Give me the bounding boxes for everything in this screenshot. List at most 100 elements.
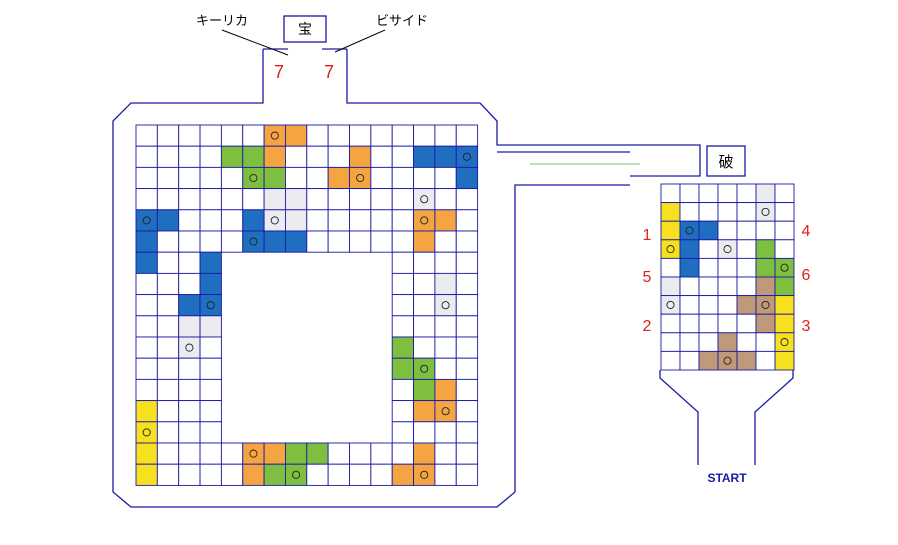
small-board-cell <box>679 202 700 222</box>
big-board-cell <box>263 188 286 211</box>
big-board-cell <box>349 463 372 486</box>
big-board-cell <box>434 251 457 274</box>
big-board-cell <box>306 124 329 147</box>
big-board-cell <box>199 378 222 402</box>
big-board-cell <box>156 400 180 423</box>
small-board-cell <box>679 239 700 259</box>
small-board-marker-circle <box>666 245 675 254</box>
big-board-cell <box>285 124 308 147</box>
big-board-cell <box>455 272 479 296</box>
big-board-marker-circle <box>420 364 429 373</box>
big-board-cell <box>199 400 222 423</box>
big-board-cell <box>434 378 457 402</box>
big-board-marker-circle <box>441 301 450 310</box>
big-board-cell <box>242 188 265 211</box>
small-board-cell <box>717 183 738 204</box>
big-board-marker-circle <box>206 301 215 310</box>
big-board-cell <box>178 272 201 296</box>
big-board-cell <box>199 251 222 274</box>
big-board-cell <box>455 421 479 444</box>
small-board-cell <box>736 239 757 259</box>
big-board-cell <box>178 400 201 423</box>
break-box <box>706 145 746 177</box>
small-board-cell <box>755 350 776 371</box>
big-board-cell <box>413 421 436 444</box>
big-board-cell <box>391 421 415 444</box>
small-board-cell <box>774 202 795 222</box>
big-board-cell <box>285 442 308 465</box>
small-board-marker-circle <box>685 226 694 235</box>
big-board-cell <box>285 230 308 253</box>
big-board-cell <box>327 145 350 168</box>
number-4: 4 <box>802 223 811 240</box>
big-board-cell <box>455 378 479 402</box>
small-board-cell <box>755 239 776 259</box>
small-board <box>660 183 795 371</box>
big-board-cell <box>178 166 201 190</box>
big-board-cell <box>156 166 180 190</box>
small-board-cell <box>774 257 795 278</box>
small-board-cell <box>660 295 681 315</box>
big-board-marker-circle <box>420 470 429 479</box>
small-board-cell <box>774 313 795 334</box>
big-board-cell <box>199 315 222 338</box>
small-board-cell <box>736 202 757 222</box>
small-board-cell <box>755 202 776 222</box>
big-board-marker-circle <box>462 152 471 161</box>
big-board-cell <box>135 442 158 465</box>
big-board-cell <box>263 166 286 190</box>
big-board-cell <box>434 400 457 423</box>
big-board-cell <box>199 188 222 211</box>
small-board-cell <box>698 257 719 278</box>
big-board-cell <box>391 124 415 147</box>
big-board-marker-circle <box>441 407 450 416</box>
big-board-cell <box>391 315 415 338</box>
big-board-cell <box>434 463 457 486</box>
big-board-cell <box>156 272 180 296</box>
small-board-marker-circle <box>761 207 770 216</box>
big-board-cell <box>220 166 244 190</box>
big-board-cell <box>135 463 158 486</box>
big-board-cell <box>349 166 372 190</box>
big-board-cell <box>327 442 350 465</box>
big-board-cell <box>178 188 201 211</box>
small-board-cell <box>736 276 757 297</box>
small-board-cell <box>717 295 738 315</box>
small-board-cell <box>679 295 700 315</box>
big-board-cell <box>413 378 436 402</box>
big-board-cell <box>242 124 265 147</box>
big-board-cell <box>306 463 329 486</box>
big-board-cell <box>413 442 436 465</box>
big-board-cell <box>434 166 457 190</box>
big-board-cell <box>413 294 436 317</box>
big-board-marker-circle <box>249 237 258 246</box>
big-board-cell <box>263 209 286 232</box>
big-board-cell <box>413 251 436 274</box>
big-board-cell <box>455 188 479 211</box>
big-board-cell <box>434 315 457 338</box>
small-board-cell <box>679 350 700 371</box>
big-board-cell <box>156 336 180 359</box>
big-board-cell <box>285 188 308 211</box>
big-board-cell <box>455 251 479 274</box>
small-board-cell <box>736 183 757 204</box>
big-board-cell <box>455 124 479 147</box>
big-board-cell <box>263 442 286 465</box>
big-board-cell <box>199 442 222 465</box>
big-board-cell <box>434 124 457 147</box>
big-board-cell <box>413 124 436 147</box>
big-board-cell <box>434 188 457 211</box>
big-board-cell <box>327 188 350 211</box>
big-board-cell <box>199 166 222 190</box>
small-board-cell <box>717 313 738 334</box>
big-board-cell <box>370 188 393 211</box>
small-board-marker-circle <box>780 263 789 272</box>
small-board-cell <box>698 350 719 371</box>
break-label: 破 <box>718 154 733 171</box>
number-1: 1 <box>643 227 652 244</box>
big-board-cell <box>349 145 372 168</box>
big-board-cell <box>199 336 222 359</box>
big-board-cell <box>156 251 180 274</box>
big-board-cell <box>455 166 479 190</box>
